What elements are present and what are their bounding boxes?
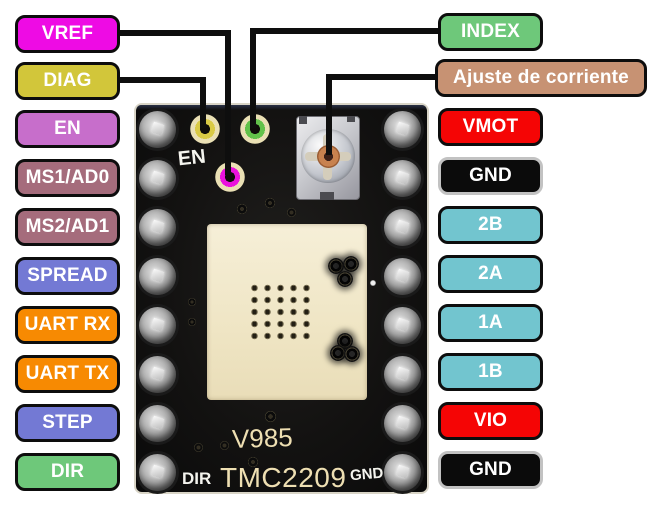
- header-pin-left-8: [139, 454, 176, 491]
- vref-callout-line-h: [120, 30, 231, 36]
- pin-label-index: INDEX: [438, 13, 543, 51]
- header-pin-left-3: [139, 209, 176, 246]
- pin-label-gnd-1: GND: [438, 157, 543, 195]
- silkscreen-dir: DIR: [182, 469, 212, 488]
- silkscreen-en: EN: [176, 145, 207, 171]
- pin-label-ms1-ad0: MS1/AD0: [15, 159, 120, 197]
- ajuste-callout-line-v: [326, 74, 332, 155]
- diag-callout-line-v: [200, 77, 206, 128]
- pin-label-vmot: VMOT: [438, 108, 543, 146]
- pin-label-2a: 2A: [438, 255, 543, 293]
- header-pin-right-4: [384, 258, 421, 295]
- vref-callout-line-v: [225, 30, 231, 175]
- silkscreen-version: V985: [231, 421, 294, 455]
- index-callout-line-v: [250, 28, 256, 128]
- pin-label-1a: 1A: [438, 304, 543, 342]
- header-pin-right-3: [384, 209, 421, 246]
- pin-label-diag: DIAG: [15, 62, 120, 100]
- pin-label-current-adjust: Ajuste de corriente: [435, 59, 647, 97]
- pin-label-en: EN: [15, 110, 120, 148]
- tmc2209-board: EN DIR TMC2209 GND V985: [134, 103, 429, 494]
- pin-label-vref: VREF: [15, 15, 120, 53]
- diag-callout-line-h: [120, 77, 206, 83]
- header-pin-right-7: [384, 405, 421, 442]
- header-pin-right-6: [384, 356, 421, 393]
- header-pin-left-4: [139, 258, 176, 295]
- header-pin-left-5: [139, 307, 176, 344]
- pin-label-uart-rx: UART RX: [15, 306, 120, 344]
- header-pin-left-2: [139, 160, 176, 197]
- pin-label-vio: VIO: [438, 402, 543, 440]
- header-pin-right-2: [384, 160, 421, 197]
- silkscreen-chip-name: TMC2209: [220, 462, 347, 493]
- header-pin-right-5: [384, 307, 421, 344]
- silkscreen-gnd: GND: [349, 464, 385, 485]
- potentiometer-screw: [317, 145, 340, 168]
- pin-label-ms2-ad1: MS2/AD1: [15, 208, 120, 246]
- header-pin-left-7: [139, 405, 176, 442]
- header-pin-right-1: [384, 111, 421, 148]
- via-grid: [248, 282, 314, 342]
- header-pin-left-1: [139, 111, 176, 148]
- ajuste-callout-line-h: [326, 74, 435, 80]
- pin-label-gnd-2: GND: [438, 451, 543, 489]
- index-callout-line-h: [250, 28, 438, 34]
- pin-label-step: STEP: [15, 404, 120, 442]
- pin-label-2b: 2B: [438, 206, 543, 244]
- header-pin-left-6: [139, 356, 176, 393]
- header-pin-right-8: [384, 454, 421, 491]
- pin-label-dir: DIR: [15, 453, 120, 491]
- pin-label-1b: 1B: [438, 353, 543, 391]
- pin-label-uart-tx: UART TX: [15, 355, 120, 393]
- pin-label-spread: SPREAD: [15, 257, 120, 295]
